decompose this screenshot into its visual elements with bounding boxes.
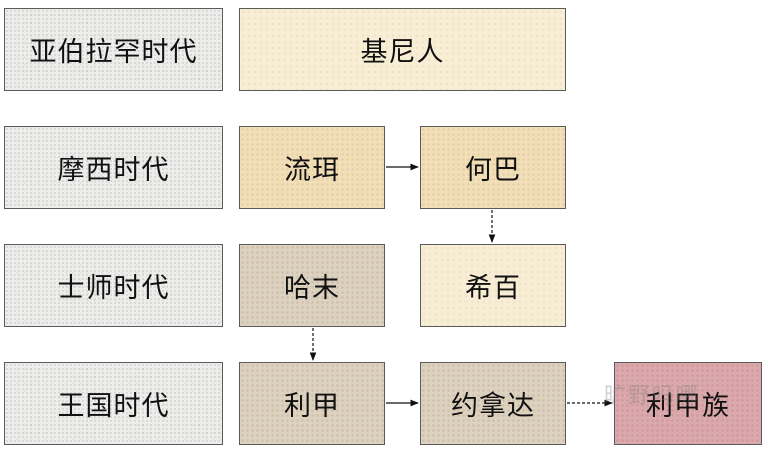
node-label: 希百 [465,273,521,304]
node-hobab: 何巴 [420,126,566,209]
era-moses: 摩西时代 [4,126,223,209]
node-kenites: 基尼人 [239,8,566,91]
node-label: 基尼人 [360,37,445,68]
era-label: 王国时代 [57,391,170,422]
node-rechabites: 利甲族 [614,362,762,445]
era-abraham: 亚伯拉罕时代 [4,8,223,91]
node-label: 利甲 [284,391,340,422]
era-label: 亚伯拉罕时代 [29,37,198,68]
node-label: 约拿达 [451,391,535,422]
era-judges: 士师时代 [4,244,223,327]
node-heber: 希百 [420,244,566,327]
node-reuel: 流珥 [239,126,385,209]
era-kingdom: 王国时代 [4,362,223,445]
node-hammath: 哈末 [239,244,385,327]
node-rechab: 利甲 [239,362,385,445]
node-label: 哈末 [284,273,340,304]
era-label: 摩西时代 [57,155,170,186]
node-label: 利甲族 [646,391,730,422]
node-label: 流珥 [284,155,340,186]
watermark: 旷野吗哪 [604,384,701,409]
era-label: 士师时代 [57,273,170,304]
node-jonadab: 约拿达 [420,362,566,445]
node-label: 何巴 [465,155,521,186]
